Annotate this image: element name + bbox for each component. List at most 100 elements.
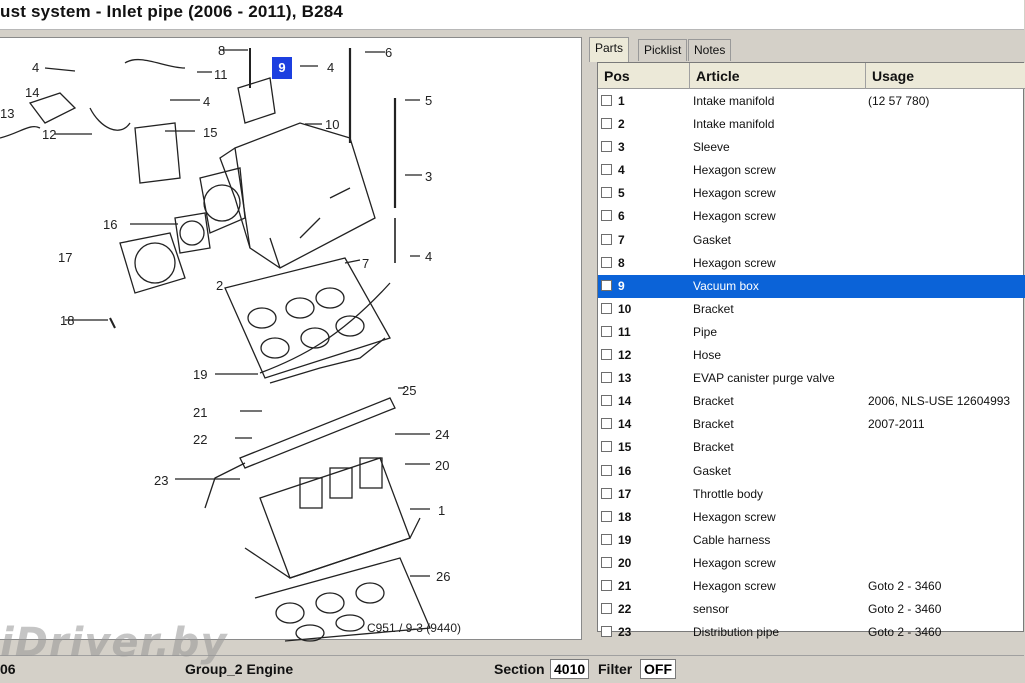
callout-4d[interactable]: 4 xyxy=(425,249,433,264)
callout-16[interactable]: 16 xyxy=(103,217,118,232)
callout-14[interactable]: 14 xyxy=(25,85,40,100)
callout-8[interactable]: 8 xyxy=(218,43,226,58)
callout-1[interactable]: 1 xyxy=(438,503,446,518)
tab-parts[interactable]: Parts xyxy=(589,37,630,62)
part-intake-manifold-lower xyxy=(244,457,421,579)
row-checkbox[interactable] xyxy=(601,510,612,522)
row-article: sensor xyxy=(693,602,730,617)
status-filter-value[interactable]: OFF xyxy=(640,659,676,679)
row-checkbox[interactable] xyxy=(601,325,612,337)
column-header-usage[interactable]: Usage xyxy=(872,68,915,84)
row-checkbox[interactable] xyxy=(601,164,612,176)
row-checkbox[interactable] xyxy=(601,302,612,314)
row-checkbox[interactable] xyxy=(601,533,612,545)
row-checkbox[interactable] xyxy=(601,349,612,361)
row-checkbox[interactable] xyxy=(601,141,612,153)
callout-21[interactable]: 21 xyxy=(193,405,208,420)
callout-3[interactable]: 3 xyxy=(425,169,433,184)
row-article: Intake manifold xyxy=(693,117,775,132)
row-checkbox[interactable] xyxy=(601,187,612,199)
row-checkbox[interactable] xyxy=(601,95,612,106)
row-checkbox[interactable] xyxy=(601,464,612,476)
callout-4b[interactable]: 4 xyxy=(327,60,335,75)
exploded-diagram-panel[interactable]: 4 8 9 4 6 11 14 4 5 13 10 15 12 3 16 4 7… xyxy=(0,37,582,642)
row-checkbox[interactable] xyxy=(601,233,612,245)
callout-15[interactable]: 15 xyxy=(203,125,218,140)
row-checkbox[interactable] xyxy=(601,556,612,568)
row-article: Sleeve xyxy=(693,140,730,155)
row-checkbox[interactable] xyxy=(601,279,612,291)
column-header-article[interactable]: Article xyxy=(690,63,866,89)
row-article: Pipe xyxy=(693,324,718,339)
row-checkbox[interactable] xyxy=(601,418,612,430)
row-article: Hexagon screw xyxy=(693,555,776,570)
column-header-pos[interactable]: Pos xyxy=(598,63,690,89)
row-pos: 7 xyxy=(618,232,625,247)
tab-picklist[interactable]: Picklist xyxy=(638,39,688,61)
row-article: Bracket xyxy=(693,440,734,455)
callout-7[interactable]: 7 xyxy=(362,256,370,271)
tab-notes[interactable]: Notes xyxy=(688,39,732,61)
row-checkbox[interactable] xyxy=(601,441,612,453)
row-pos: 13 xyxy=(618,371,632,386)
row-checkbox[interactable] xyxy=(601,626,612,638)
callout-23[interactable]: 23 xyxy=(154,473,169,488)
callout-10[interactable]: 10 xyxy=(325,117,340,132)
callout-2[interactable]: 2 xyxy=(216,278,224,293)
callout-19[interactable]: 19 xyxy=(193,367,208,382)
row-checkbox[interactable] xyxy=(601,372,612,384)
part-gasket-16 xyxy=(174,212,211,254)
row-checkbox[interactable] xyxy=(601,210,612,222)
callout-25[interactable]: 25 xyxy=(402,383,417,398)
callout-9-selected[interactable]: 9 xyxy=(272,57,292,79)
row-checkbox[interactable] xyxy=(601,395,612,407)
title-bar: ust system - Inlet pipe (2006 - 2011), B… xyxy=(0,0,1024,30)
callout-4c[interactable]: 4 xyxy=(203,94,211,109)
callout-18[interactable]: 18 xyxy=(60,313,75,328)
callout-5[interactable]: 5 xyxy=(425,93,433,108)
part-throttle-flange xyxy=(199,167,246,234)
callout-22[interactable]: 22 xyxy=(193,432,208,447)
row-article: Distribution pipe xyxy=(693,625,780,640)
callout-13[interactable]: 13 xyxy=(0,106,15,121)
row-checkbox[interactable] xyxy=(601,118,612,130)
row-checkbox[interactable] xyxy=(601,603,612,615)
callout-6[interactable]: 6 xyxy=(385,45,393,60)
row-checkbox[interactable] xyxy=(601,579,612,591)
callout-11[interactable]: 11 xyxy=(214,67,228,82)
callout-12[interactable]: 12 xyxy=(42,127,57,142)
callout-20[interactable]: 20 xyxy=(435,458,450,473)
row-usage: Goto 2 - 3460 xyxy=(868,578,942,593)
row-checkbox[interactable] xyxy=(601,256,612,268)
callout-24[interactable]: 24 xyxy=(435,427,450,442)
row-checkbox[interactable] xyxy=(601,487,612,499)
callout-4a[interactable]: 4 xyxy=(32,60,40,75)
callout-26[interactable]: 26 xyxy=(436,569,451,584)
callout-17[interactable]: 17 xyxy=(58,250,73,265)
